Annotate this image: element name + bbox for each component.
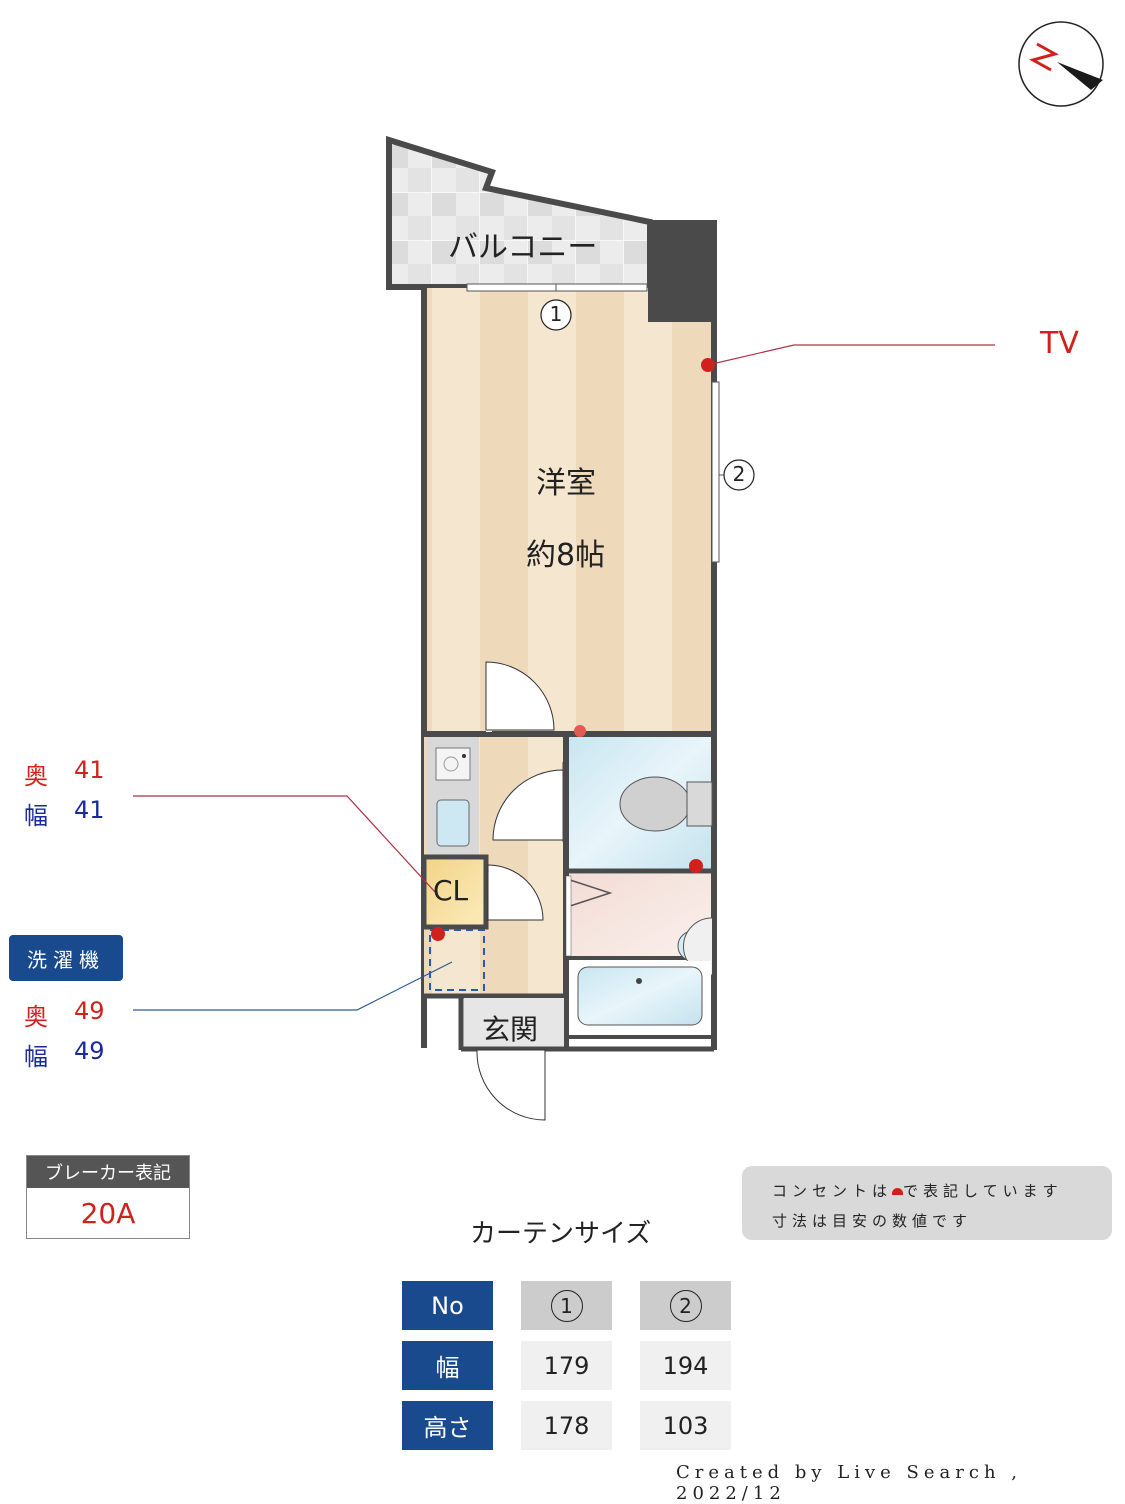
curtain-height-1: 178 <box>521 1401 612 1450</box>
western-room-label: 洋室 <box>536 466 596 501</box>
curtain-width-1: 179 <box>521 1341 612 1390</box>
entrance-label: 玄関 <box>482 1013 539 1046</box>
closet-label: CL <box>433 874 469 907</box>
note-line-1: コンセントはで表記しています <box>772 1182 1063 1200</box>
curtain-no-1: 1 <box>521 1281 612 1330</box>
western-room-size: 約8帖 <box>526 538 606 573</box>
breaker-title: ブレーカー表記 <box>27 1156 189 1188</box>
fridge-depth: 奥 41 <box>24 756 105 790</box>
fridge-width: 幅 41 <box>24 796 105 830</box>
washer-badge: 洗濯機 <box>9 935 123 981</box>
outlet-icon <box>892 1188 904 1195</box>
curtain-header-no: No <box>402 1281 493 1330</box>
credit-line: Created by Live Search , 2022/12 <box>676 1462 1022 1504</box>
breaker-value: 20A <box>80 1196 136 1230</box>
curtain-title: カーテンサイズ <box>470 1219 652 1249</box>
washer-depth: 奥 49 <box>24 997 105 1031</box>
floor-plan <box>133 135 995 1121</box>
curtain-height-2: 103 <box>640 1401 731 1450</box>
balcony-label: バルコニー <box>448 230 598 265</box>
breaker-box: ブレーカー表記 20A <box>26 1155 190 1239</box>
curtain-header-width: 幅 <box>402 1341 493 1390</box>
note-line-2: 寸法は目安の数値です <box>772 1212 973 1230</box>
north-arrow-icon <box>1018 21 1104 107</box>
washer-width: 幅 49 <box>24 1037 105 1071</box>
compass <box>1017 20 1105 108</box>
curtain-no-2: 2 <box>640 1281 731 1330</box>
window-2-marker: 2 <box>732 462 746 486</box>
curtain-width-2: 194 <box>640 1341 731 1390</box>
tv-label: TV <box>1040 326 1079 361</box>
notes-box: コンセントはで表記しています 寸法は目安の数値です <box>742 1166 1112 1240</box>
window-1-marker: 1 <box>549 302 563 326</box>
curtain-header-height: 高さ <box>402 1401 493 1450</box>
